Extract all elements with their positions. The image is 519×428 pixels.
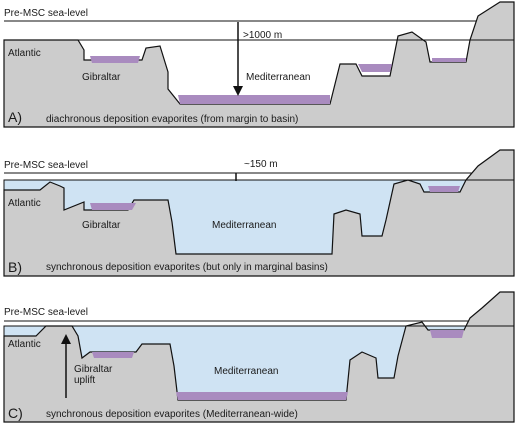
evaporite-deep-basin bbox=[176, 392, 348, 400]
panel-letter: B) bbox=[8, 259, 22, 275]
panel-caption: synchronous deposition evaporites (but o… bbox=[46, 262, 328, 273]
panel-c: Pre-MSC sea-level Atlantic Gibraltar upl… bbox=[3, 291, 515, 423]
panel-letter: C) bbox=[8, 405, 23, 421]
sealevel-label: Pre-MSC sea-level bbox=[4, 8, 88, 19]
atlantic-label: Atlantic bbox=[8, 198, 41, 209]
evaporite-deep-basin bbox=[178, 95, 330, 104]
evaporite-right-basin bbox=[432, 58, 466, 62]
evaporite-right-basin bbox=[428, 186, 460, 192]
atlantic-label: Atlantic bbox=[8, 339, 41, 350]
panel-b: Pre-MSC sea-level ~150 m Atlantic Gibral… bbox=[3, 149, 515, 277]
evaporite-right-basin bbox=[430, 330, 464, 338]
sealevel-label: Pre-MSC sea-level bbox=[4, 160, 88, 171]
terrain bbox=[3, 1, 515, 128]
terrain bbox=[3, 149, 515, 277]
panel-a: Pre-MSC sea-level >1000 m Atlantic Gibra… bbox=[3, 1, 515, 128]
panel-frame bbox=[3, 39, 515, 128]
drop-label: ~150 m bbox=[244, 159, 278, 170]
drop-label: >1000 m bbox=[243, 30, 282, 41]
atlantic-label: Atlantic bbox=[8, 48, 41, 59]
evaporite-margin-basin bbox=[358, 64, 392, 72]
mediterranean-label: Mediterranean bbox=[214, 366, 278, 377]
panel-frame bbox=[3, 325, 515, 423]
mediterranean-label: Mediterranean bbox=[212, 220, 276, 231]
panel-caption: diachronous deposition evaporites (from … bbox=[46, 114, 298, 125]
evaporite-gibraltar-basin bbox=[90, 56, 140, 63]
mediterranean-label: Mediterranean bbox=[246, 72, 310, 83]
terrain bbox=[3, 291, 515, 423]
gibraltar-label: Gibraltar bbox=[82, 72, 121, 83]
panel-letter: A) bbox=[8, 109, 22, 125]
sealevel-label: Pre-MSC sea-level bbox=[4, 307, 88, 318]
panel-frame bbox=[3, 179, 515, 277]
panel-caption: synchronous deposition evaporites (Medit… bbox=[46, 409, 298, 420]
evaporite-gibraltar-basin bbox=[90, 203, 136, 210]
uplift-arrowhead bbox=[61, 334, 71, 344]
uplift-label: uplift bbox=[74, 375, 95, 386]
evaporite-gibraltar-basin bbox=[92, 352, 134, 358]
drop-arrowhead bbox=[233, 86, 243, 96]
gibraltar-label: Gibraltar bbox=[82, 220, 121, 231]
gibraltar-label: Gibraltar bbox=[74, 364, 113, 375]
